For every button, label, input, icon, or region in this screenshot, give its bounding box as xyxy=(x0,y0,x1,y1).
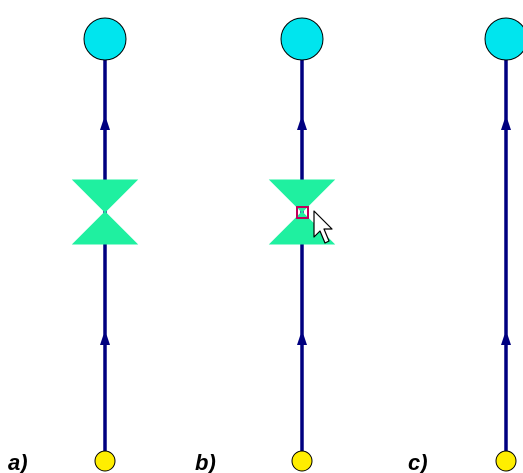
bottom-node[interactable] xyxy=(495,450,517,472)
panel-b: b) xyxy=(195,17,336,473)
bottom-node[interactable] xyxy=(291,450,313,472)
top-node[interactable] xyxy=(83,17,127,61)
panel-label: c) xyxy=(408,450,428,473)
panel-a: a) xyxy=(8,17,139,473)
bottom-node[interactable] xyxy=(94,450,116,472)
top-node[interactable] xyxy=(280,17,324,61)
panel-c: c) xyxy=(408,17,523,473)
flow-arrow-up-icon xyxy=(297,330,307,345)
flow-arrow-up-icon xyxy=(100,330,110,345)
flow-arrow-up-icon xyxy=(501,330,511,345)
selection-handle[interactable] xyxy=(296,206,309,219)
panel-label: a) xyxy=(8,450,28,473)
flow-arrow-up-icon xyxy=(297,115,307,130)
flow-arrow-up-icon xyxy=(100,115,110,130)
valve-icon[interactable] xyxy=(71,179,139,245)
panel-label: b) xyxy=(195,450,216,473)
flow-arrow-up-icon xyxy=(501,115,511,130)
top-node[interactable] xyxy=(484,17,523,61)
mouse-pointer-icon xyxy=(313,210,333,244)
